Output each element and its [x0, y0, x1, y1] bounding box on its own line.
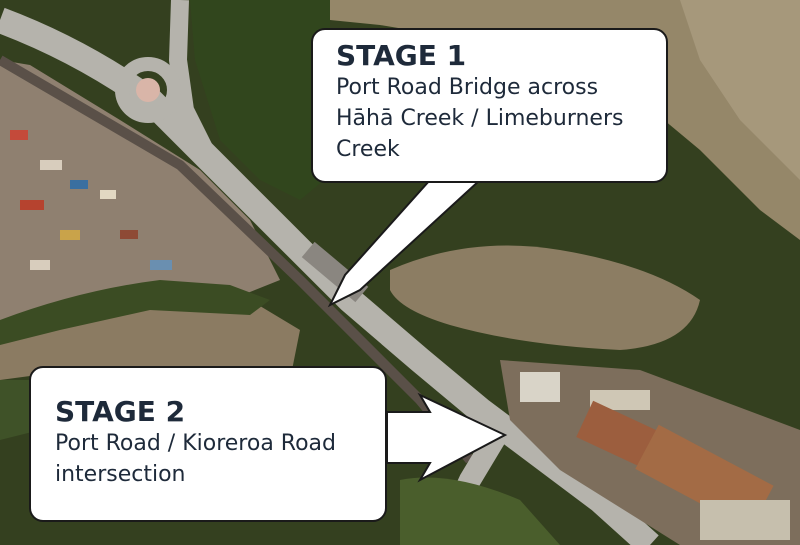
stage2-description-line2: intersection	[55, 462, 186, 487]
northern-vegetation	[190, 0, 330, 200]
central-mudbank	[390, 245, 700, 350]
upper-tidal-flat	[330, 0, 800, 240]
roundabout-centre	[136, 78, 160, 102]
vegetation-south	[400, 477, 560, 545]
stage1-callout: STAGE 1 Port Road Bridge across Hāhā Cre…	[311, 28, 668, 183]
road-to-north	[168, 0, 219, 165]
stage2-description-line1: Port Road / Kioreroa Road	[55, 431, 337, 456]
stage1-title: STAGE 1	[336, 39, 467, 72]
stage2-arrow	[386, 392, 508, 483]
industrial-yard-west	[0, 60, 280, 330]
mudflat-texture	[680, 0, 800, 180]
stage2-callout: STAGE 2 Port Road / Kioreroa Road inters…	[29, 366, 387, 522]
stage1-description: Port Road Bridge across Hāhā Creek / Lim…	[336, 75, 624, 162]
industrial-roofs	[520, 372, 790, 540]
containers	[10, 130, 172, 270]
stage2-title: STAGE 2	[55, 395, 186, 428]
roundabout	[115, 57, 181, 123]
vegetation-strip-west	[0, 280, 270, 345]
